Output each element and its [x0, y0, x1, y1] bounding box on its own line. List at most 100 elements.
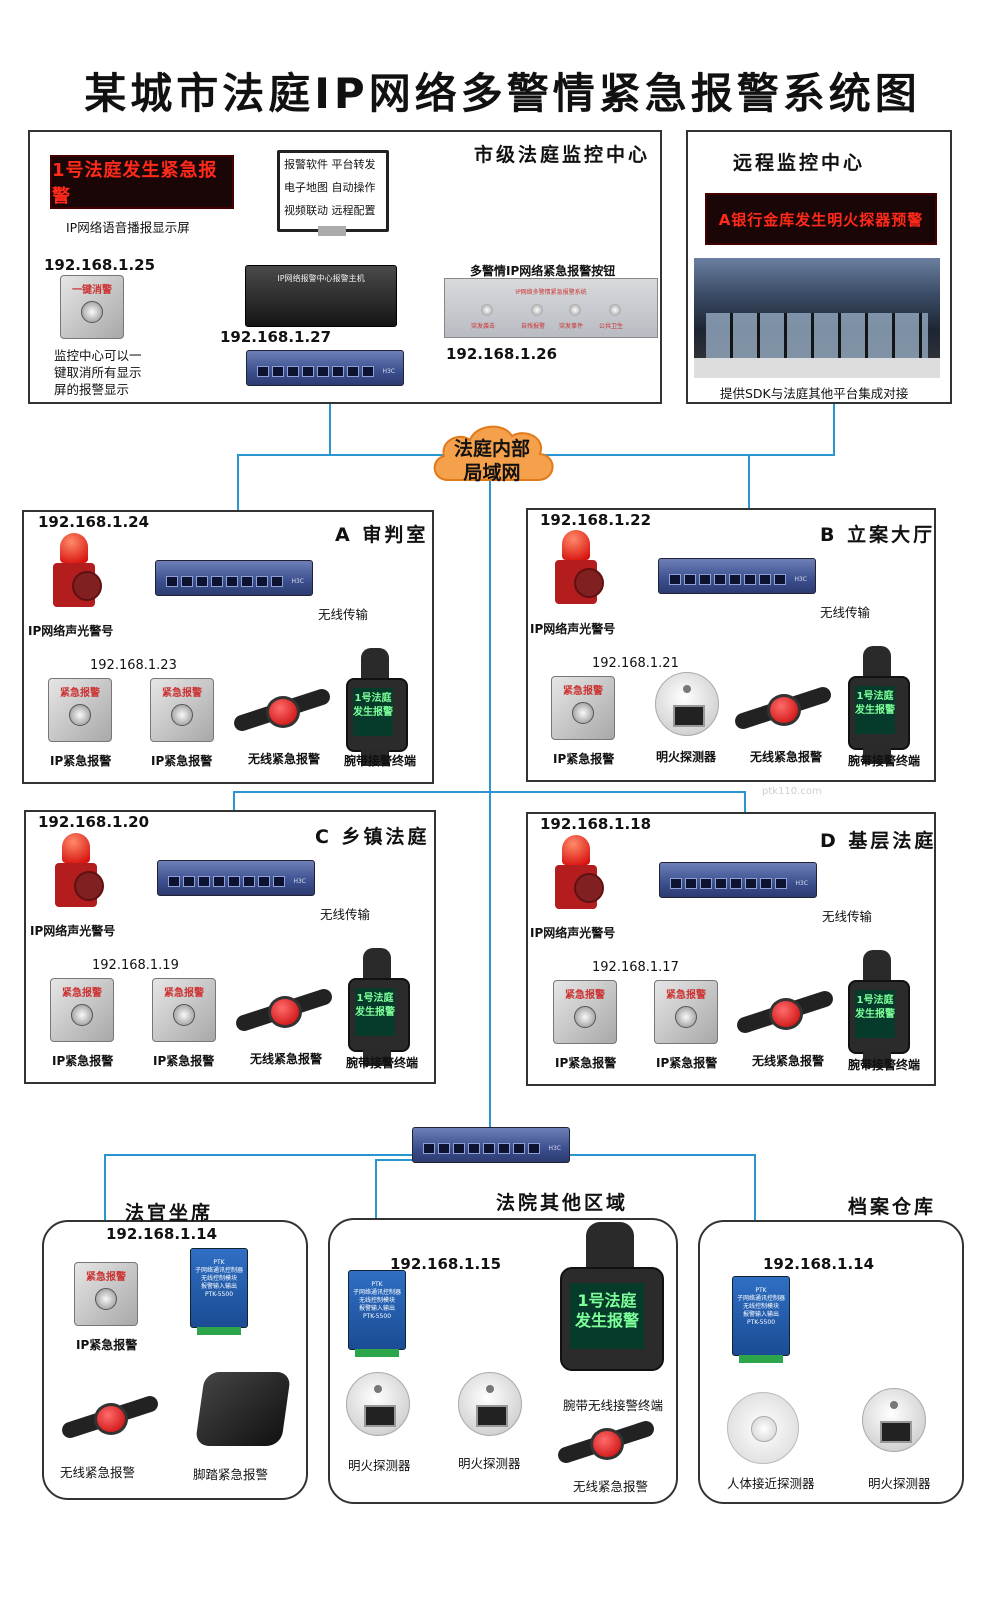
bottom-network-switch: H3C	[412, 1127, 570, 1163]
room-a-wrist-terminal-label: 腕带接警终端	[344, 754, 417, 768]
cancel-caption-3: 屏的报警显示	[54, 382, 130, 397]
other-wrist-terminal-icon: 1号法庭发生报警	[560, 1222, 664, 1382]
room-c-siren-ip: 192.168.1.20	[38, 813, 150, 831]
panel-button-1-icon[interactable]	[481, 304, 493, 316]
room-c-button-ip: 192.168.1.19	[92, 958, 179, 973]
room-a-button-ip: 192.168.1.23	[90, 658, 177, 673]
room-c-ip-alarm-label-1: IP紧急报警	[52, 1054, 114, 1068]
button-knob-icon	[81, 301, 103, 323]
room-b-fire-detector-icon	[655, 672, 719, 736]
watermark: ptk110.com	[762, 786, 822, 797]
multi-alarm-button-panel[interactable]: IP网络多警情紧急报警系统 突发袭击 自残报警 突发事件 公共卫生	[444, 278, 658, 338]
room-b-wrist-terminal-label: 腕带接警终端	[848, 754, 921, 768]
cancel-caption-2: 键取消所有显示	[54, 365, 142, 380]
room-a-ip-alarm-button-2[interactable]: 紧急报警	[150, 678, 214, 742]
cancel-alarm-button-text: 一键消警	[72, 285, 112, 296]
room-c-switch: H3C	[157, 860, 315, 896]
room-c-wrist-terminal-icon: 1号法庭发生报警	[348, 948, 410, 1066]
room-b-siren-ip: 192.168.1.22	[540, 511, 652, 529]
panel-label-3: 突发事件	[559, 323, 584, 330]
room-c-wrist-terminal-label: 腕带接警终端	[346, 1056, 419, 1070]
room-d-wrist-terminal-icon: 1号法庭发生报警	[848, 950, 910, 1068]
line-bottom-left	[104, 1154, 412, 1240]
room-d-siren-icon	[552, 835, 604, 910]
archive-fire-detector-label: 明火探测器	[868, 1476, 931, 1491]
monitor-stand	[318, 226, 346, 236]
monitor-line-2: 电子地图 自动操作	[284, 181, 376, 194]
room-a-wireless-button-icon[interactable]	[231, 686, 333, 734]
room-d-siren-ip: 192.168.1.18	[540, 815, 652, 833]
alarm-host-label: IP网络报警中心报警主机	[277, 274, 365, 283]
led-display-screen: 1号法庭发生紧急报警	[50, 155, 234, 209]
cancel-alarm-button[interactable]: 一键消警	[60, 275, 124, 339]
alarm-host: IP网络报警中心报警主机	[245, 265, 397, 327]
panel-button-4-icon[interactable]	[609, 304, 621, 316]
room-b-wireless-alarm-label: 无线紧急报警	[750, 750, 823, 764]
room-c-ip-alarm-button-1[interactable]: 紧急报警	[50, 978, 114, 1042]
room-b-wrist-terminal-icon: 1号法庭发生报警	[848, 646, 910, 764]
room-c-wireless-alarm-label: 无线紧急报警	[250, 1052, 323, 1066]
room-a-ip-alarm-button-1[interactable]: 紧急报警	[48, 678, 112, 742]
room-d-wireless-alarm-label: 无线紧急报警	[752, 1054, 825, 1068]
room-c-title: C 乡镇法庭	[315, 826, 430, 848]
room-a-ip-alarm-label-2: IP紧急报警	[151, 754, 213, 768]
room-d-title: D 基层法庭	[820, 830, 937, 852]
lan-cloud-line1: 法庭内部	[453, 438, 530, 460]
panel-button-3-icon[interactable]	[569, 304, 581, 316]
cancel-button-ip: 192.168.1.25	[44, 256, 156, 274]
panel-label-1: 突发袭击	[471, 323, 496, 330]
monitoring-wall-image	[694, 258, 940, 378]
room-b-title: B 立案大厅	[820, 524, 936, 546]
archive-title: 档案仓库	[848, 1196, 937, 1218]
room-c-ip-alarm-label-2: IP紧急报警	[153, 1054, 215, 1068]
room-b-siren-label: IP网络声光警号	[530, 622, 616, 636]
room-d-ip-alarm-button-2[interactable]: 紧急报警	[654, 980, 718, 1044]
judge-wireless-label: 无线紧急报警	[60, 1465, 136, 1480]
room-a-title: A 审判室	[335, 524, 429, 546]
archive-ip: 192.168.1.14	[763, 1255, 875, 1273]
line-remote-to-cloud	[556, 402, 835, 456]
room-c-wireless-button-icon[interactable]	[233, 986, 335, 1034]
monitor-line-3: 视频联动 远程配置	[284, 204, 376, 217]
room-b-wireless-button-icon[interactable]	[732, 684, 834, 732]
room-b-fire-detector-label: 明火探测器	[656, 750, 717, 764]
monitor-line-1: 报警软件 平台转发	[284, 158, 376, 171]
software-monitor: 报警软件 平台转发 电子地图 自动操作 视频联动 远程配置	[277, 150, 389, 232]
other-wrist-terminal-label: 腕带无线接警终端	[563, 1398, 664, 1413]
other-fire-detector-2-label: 明火探测器	[458, 1456, 521, 1471]
room-d-wireless-label: 无线传输	[822, 909, 873, 924]
room-a-ip-alarm-label-1: IP紧急报警	[50, 754, 112, 768]
room-c-ip-alarm-button-2[interactable]: 紧急报警	[152, 978, 216, 1042]
judge-foot-label: 脚踏紧急报警	[193, 1467, 269, 1482]
room-b-button-ip: 192.168.1.21	[592, 656, 679, 671]
other-fire-detector-1-icon	[346, 1372, 410, 1436]
judge-ip-alarm-button[interactable]: 紧急报警	[74, 1262, 138, 1326]
judge-wireless-button-icon[interactable]	[59, 1393, 161, 1441]
room-d-wireless-button-icon[interactable]	[734, 988, 836, 1036]
room-a-switch: H3C	[155, 560, 313, 596]
host-ip: 192.168.1.27	[220, 328, 332, 346]
room-a-siren-ip: 192.168.1.24	[38, 513, 150, 531]
foot-pedal-icon[interactable]	[194, 1372, 292, 1446]
other-wireless-button-icon[interactable]	[555, 1418, 657, 1466]
room-d-ip-alarm-button-1[interactable]: 紧急报警	[553, 980, 617, 1044]
room-a-wrist-terminal-icon: 1号法庭发生报警	[346, 648, 408, 766]
room-c-wireless-label: 无线传输	[320, 907, 371, 922]
page-title: 某城市法庭IP网络多警情紧急报警系统图	[84, 69, 921, 118]
panel-button-2-icon[interactable]	[531, 304, 543, 316]
room-d-wrist-terminal-label: 腕带接警终端	[848, 1058, 921, 1072]
lan-cloud-icon	[433, 425, 554, 481]
room-b-siren-icon	[552, 530, 604, 605]
panel-label-4: 公共卫生	[599, 323, 624, 330]
remote-led-display: A银行金库发生明火探器预警	[705, 193, 937, 245]
pir-detector-label: 人体接近探测器	[727, 1476, 815, 1491]
alarm-panel-ip: 192.168.1.26	[446, 345, 558, 363]
room-d-ip-alarm-label-2: IP紧急报警	[656, 1056, 718, 1070]
alarm-panel-header: IP网络多警情紧急报警系统	[515, 289, 587, 296]
room-a-siren-icon	[50, 533, 102, 608]
room-b-ip-alarm-button[interactable]: 紧急报警	[551, 676, 615, 740]
other-fire-detector-2-icon	[458, 1372, 522, 1436]
room-a-siren-label: IP网络声光警号	[28, 624, 114, 638]
room-d-button-ip: 192.168.1.17	[592, 960, 679, 975]
